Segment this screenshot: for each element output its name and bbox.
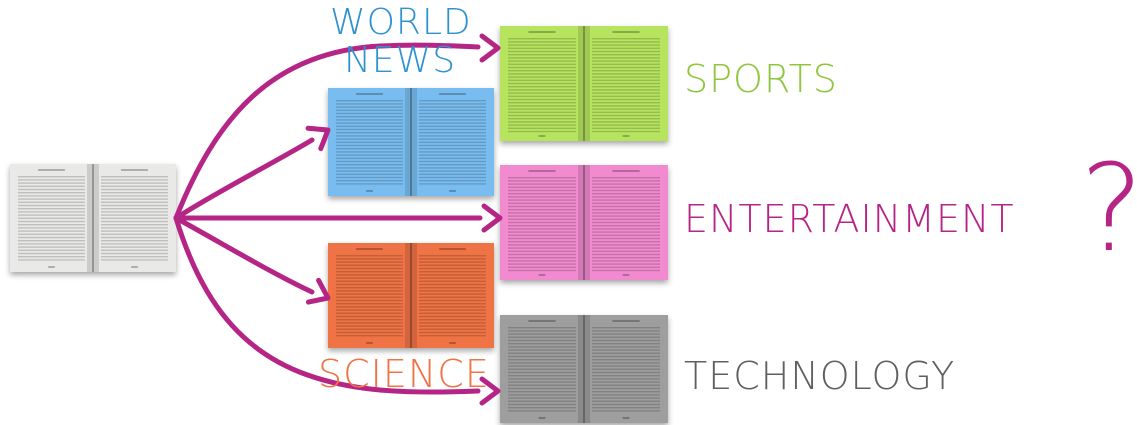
arrow-to-world-news [173,125,331,221]
arrow-to-sports [173,33,501,221]
technology-label: TECHNOLOGY [684,354,956,398]
technology-book [500,315,668,423]
sports-label: SPORTS [684,57,838,101]
question-mark: ? [1080,150,1137,270]
world-news-label: WORLD NEWS [330,2,472,81]
science-book [328,243,494,348]
world-news-book [328,88,494,196]
sports-book [500,26,668,141]
world-label: WORLD [330,2,472,43]
science-label: SCIENCE [318,352,490,396]
entertainment-book [500,165,668,280]
source-book [10,164,176,272]
arrow-to-science [173,215,331,305]
arrow-to-entertainment [173,203,503,233]
news-label: NEWS [343,40,457,81]
arrow-to-technology [173,215,501,406]
entertainment-label: ENTERTAINMENT [684,197,1015,241]
